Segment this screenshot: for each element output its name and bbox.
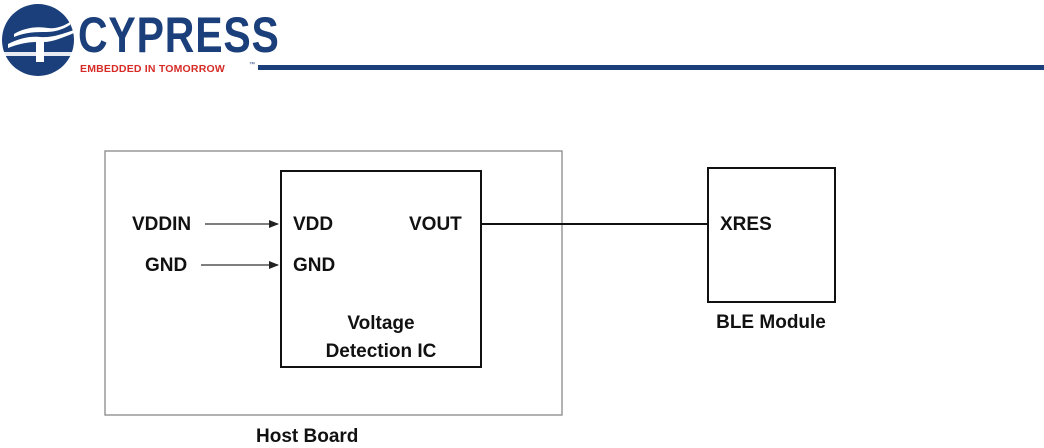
ble-module-box: [708, 168, 835, 302]
ic-pin-vdd: VDD: [293, 214, 333, 235]
host-board-label: Host Board: [256, 426, 358, 447]
host-board-box: [105, 151, 562, 415]
ic-pin-vout: VOUT: [409, 214, 462, 235]
input-vddin-label: VDDIN: [132, 214, 191, 235]
module-pin-xres: XRES: [720, 214, 772, 235]
input-gnd-label: GND: [145, 255, 187, 276]
ble-module-label: BLE Module: [716, 312, 826, 333]
ic-label-line-1: Voltage: [347, 313, 414, 334]
ic-label-line-2: Detection IC: [326, 341, 437, 362]
ic-pin-gnd: GND: [293, 255, 335, 276]
